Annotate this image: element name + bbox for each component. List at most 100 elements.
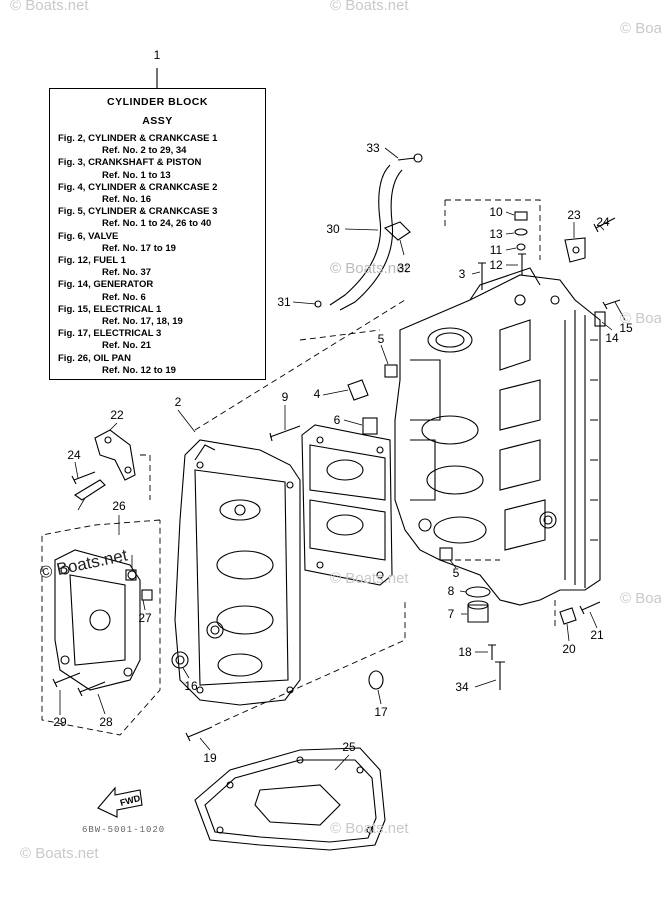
o-ring-8 bbox=[465, 586, 491, 598]
plug-4 bbox=[347, 379, 369, 401]
ref-10: 10 bbox=[489, 205, 503, 219]
part-20 bbox=[559, 607, 577, 625]
ref-26: 26 bbox=[112, 499, 126, 513]
watermark: © Boats.net bbox=[330, 570, 409, 587]
legend-fig-line: Fig. 26, OIL PAN bbox=[58, 352, 132, 364]
leader-lines bbox=[59, 147, 626, 771]
dashed-outlines bbox=[41, 199, 556, 736]
ref-18: 18 bbox=[458, 645, 472, 659]
legend-fig-line: Fig. 2, CYLINDER & CRANKCASE 1 bbox=[58, 133, 218, 144]
ref-19: 19 bbox=[203, 751, 217, 765]
ref-7: 7 bbox=[447, 607, 455, 621]
legend-ref-line: Ref. No. 37 bbox=[102, 267, 152, 279]
watermark: © Boats.net bbox=[330, 260, 409, 277]
watermark: © Boats.net bbox=[620, 310, 661, 327]
legend-fig-line: Fig. 6, VALVE bbox=[58, 230, 119, 242]
o-ring-small bbox=[516, 243, 526, 251]
ref-32: 32 bbox=[397, 261, 411, 275]
watermark: © Boats.net bbox=[330, 0, 409, 14]
dowel-5 bbox=[384, 364, 398, 378]
cylinder-block bbox=[394, 267, 601, 606]
seal-16 bbox=[171, 651, 189, 669]
plate-hole bbox=[572, 246, 580, 254]
ref-25: 25 bbox=[342, 740, 356, 754]
legend-fig-line: Fig. 12, FUEL 1 bbox=[58, 255, 126, 266]
ref-22: 22 bbox=[110, 408, 124, 422]
legend-ref-line: Ref. No. 1 to 24, 26 to 40 bbox=[102, 218, 212, 230]
legend-fig-line: Fig. 5, CYLINDER & CRANKCASE 3 bbox=[58, 206, 218, 218]
oil-pan-gasket bbox=[194, 747, 386, 851]
ref-29: 29 bbox=[53, 715, 67, 729]
ref-12: 12 bbox=[489, 258, 503, 272]
ref-21: 21 bbox=[590, 628, 604, 642]
legend-fig-line: Fig. 4, CYLINDER & CRANKCASE 2 bbox=[58, 181, 218, 193]
crankcase bbox=[174, 439, 301, 706]
ref-13: 13 bbox=[489, 227, 503, 241]
legend-fig-line: Fig. 3, CRANKSHAFT & PISTON bbox=[58, 157, 202, 169]
watermark: © Boats.net bbox=[20, 845, 99, 862]
ref-23: 23 bbox=[567, 208, 581, 222]
bolts bbox=[52, 217, 621, 742]
legend-subtitle: ASSY bbox=[142, 115, 173, 127]
ref-9: 9 bbox=[281, 390, 289, 404]
hose bbox=[329, 153, 423, 311]
ref-11: 11 bbox=[489, 243, 503, 257]
clip bbox=[73, 479, 106, 501]
legend-ref-line: Ref. No. 16 bbox=[102, 194, 152, 205]
dowel-27a bbox=[125, 569, 137, 581]
ref-27: 27 bbox=[138, 611, 152, 625]
legend-title: CYLINDER BLOCK bbox=[107, 96, 208, 108]
legend-fig-line: Fig. 17, ELECTRICAL 3 bbox=[58, 328, 162, 340]
ref-20: 20 bbox=[562, 642, 576, 656]
ref-5b: 5 bbox=[452, 566, 460, 580]
clamp bbox=[383, 221, 411, 241]
ref-28: 28 bbox=[99, 715, 113, 729]
legend-ref-line: Ref. No. 17, 18, 19 bbox=[102, 316, 183, 327]
cap-nut bbox=[514, 211, 528, 221]
cylinder-head-gasket bbox=[301, 424, 393, 586]
ref-33: 33 bbox=[366, 141, 380, 155]
seal-16-inner bbox=[175, 655, 185, 665]
legend-ref-line: Ref. No. 6 bbox=[102, 291, 146, 303]
ref-16: 16 bbox=[184, 679, 198, 693]
plate-23 bbox=[564, 237, 586, 263]
ref-8: 8 bbox=[447, 584, 455, 598]
watermark: © Boats.net bbox=[620, 590, 661, 607]
ref-30: 30 bbox=[326, 222, 340, 236]
diagram-code: 6BW-5001-1020 bbox=[82, 825, 166, 835]
legend-ref-line: Ref. No. 12 to 19 bbox=[102, 364, 176, 376]
cover-plate bbox=[54, 549, 141, 691]
ref-34: 34 bbox=[455, 680, 469, 694]
legend-ref-line: Ref. No. 21 bbox=[102, 340, 152, 352]
ref-24b: 24 bbox=[67, 448, 81, 462]
legend-ref-line: Ref. No. 2 to 29, 34 bbox=[102, 145, 187, 157]
ref-5: 5 bbox=[377, 332, 385, 346]
washer bbox=[514, 228, 528, 236]
part-14 bbox=[594, 311, 606, 327]
watermark: © Boats.net bbox=[330, 820, 409, 837]
legend-ref-line: Ref. No. 17 to 19 bbox=[102, 242, 176, 254]
legend-fig-line: Fig. 15, ELECTRICAL 1 bbox=[58, 303, 162, 315]
fwd-arrow bbox=[97, 786, 143, 818]
ref-1: 1 bbox=[153, 48, 161, 62]
ref-15: 15 bbox=[619, 321, 633, 335]
ref-24: 24 bbox=[596, 215, 610, 229]
ref-6: 6 bbox=[333, 413, 341, 427]
watermark: © Boats.net bbox=[10, 0, 89, 14]
collar-6 bbox=[362, 417, 378, 435]
dowel-27b bbox=[141, 589, 153, 601]
watermark: © Boats.net bbox=[620, 20, 661, 37]
legend-fig-line: Fig. 14, GENERATOR bbox=[58, 279, 154, 291]
cap-7-top bbox=[467, 600, 489, 610]
ref-4: 4 bbox=[313, 387, 321, 401]
bracket bbox=[94, 429, 136, 481]
dowel-5b bbox=[439, 547, 453, 561]
ref-14: 14 bbox=[605, 331, 619, 345]
ref-2: 2 bbox=[174, 395, 182, 409]
o-ring-17 bbox=[368, 670, 384, 690]
legend-ref-line: Ref. No. 1 to 13 bbox=[102, 169, 171, 181]
legend-box: CYLINDER BLOCK ASSY Fig. 2, CYLINDER & C… bbox=[49, 88, 266, 380]
ref-3: 3 bbox=[458, 267, 466, 281]
